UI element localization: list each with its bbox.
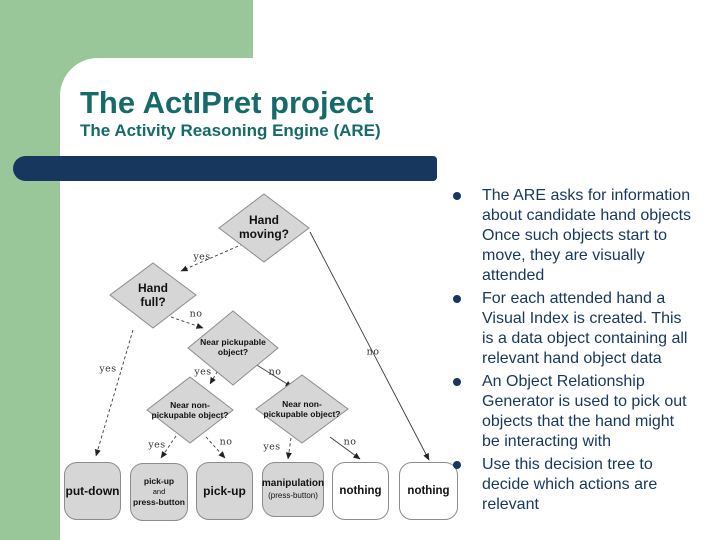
label-hand-full: Hand full? [138, 281, 168, 309]
leaf-pickup-press-line2: and [152, 487, 166, 496]
edge-nonpickright-no-nothing1 [329, 436, 361, 460]
leaf-pick-up-label: pick-up [203, 484, 246, 498]
diamond-near-nonpickupable-left [146, 376, 234, 444]
label-hand-moving: Hand moving? [239, 213, 289, 241]
edge-label-no-5: no [343, 436, 357, 448]
bullet-icon [453, 192, 461, 200]
edge-label-no-2: no [366, 346, 380, 358]
edge-label-yes-1: yes [193, 251, 211, 263]
list-item: For each attended hand a Visual Index is… [453, 289, 720, 369]
bullet-text-1: The ARE asks for information about candi… [482, 187, 692, 284]
diamond-hand-full [109, 262, 197, 329]
bullet-icon [453, 461, 461, 469]
leaf-manipulation-line2: (press-button) [268, 491, 318, 500]
list-item: An Object Relationship Generator is used… [453, 372, 720, 452]
edge-pickupable-no-nonpickright [251, 361, 293, 388]
leaf-pickup-press-line1: pick-up [143, 476, 175, 486]
list-item: Use this decision tree to decide which a… [453, 455, 720, 515]
navy-divider-bar [13, 156, 437, 181]
edge-label-yes-5: yes [263, 441, 281, 453]
label-near-nonpickupable-left: Near non- pickupable object? [151, 400, 229, 420]
page-subtitle: The Activity Reasoning Engine (ARE) [80, 121, 381, 140]
bullet-text-3: An Object Relationship Generator is used… [482, 373, 687, 450]
leaf-nothing-2-label: nothing [407, 485, 450, 497]
leaf-nothing-1: nothing [332, 462, 389, 520]
leaf-put-down: put-down [64, 462, 121, 520]
diamond-near-pickupable [187, 310, 279, 386]
edge-label-yes-3: yes [194, 366, 212, 378]
list-item: The ARE asks for information about candi… [453, 186, 720, 286]
leaf-manipulation-line1: manipulation [261, 478, 325, 489]
edge-full-no-pickupable [170, 316, 204, 329]
label-near-pickupable: Near pickupable object? [200, 337, 266, 357]
edge-full-yes-putdown [94, 329, 134, 457]
leaf-pick-up: pick-up [196, 462, 253, 520]
edge-label-yes-4: yes [148, 439, 166, 451]
edge-nonpickleft-no-pickup [205, 436, 226, 459]
bullet-icon [453, 295, 461, 303]
edge-nonpickleft-yes-pickuppress [160, 435, 177, 459]
edge-moving-no-nothing2 [309, 231, 430, 461]
edge-label-no-1: no [189, 308, 203, 320]
edge-pickupable-yes-nonpickleft [209, 361, 224, 385]
diamond-near-nonpickupable-right [255, 374, 349, 444]
bullet-icon [453, 378, 461, 386]
leaf-pickup-and-press-button: pick-up and press-button [130, 463, 188, 521]
leaf-pickup-press-line3: press-button [133, 497, 185, 507]
leaf-nothing-1-label: nothing [339, 485, 382, 497]
bullet-text-2: For each attended hand a Visual Index is… [482, 290, 688, 367]
edge-moving-yes-full [180, 243, 244, 272]
leaf-manipulation: manipulation (press-button) [262, 462, 324, 517]
diamond-hand-moving [218, 193, 310, 263]
edge-label-no-3: no [268, 366, 282, 378]
page-title: The ActIPret project [80, 85, 374, 120]
edge-label-no-4: no [219, 436, 233, 448]
bullet-text-4: Use this decision tree to decide which a… [482, 456, 658, 513]
label-near-nonpickupable-right: Near non- pickupable object? [263, 399, 341, 419]
leaf-nothing-2: nothing [399, 462, 458, 520]
leaf-put-down-label: put-down [65, 484, 120, 498]
edge-label-yes-2: yes [99, 363, 117, 375]
edge-nonpickright-yes-manipulation [285, 437, 292, 460]
bullet-list: The ARE asks for information about candi… [453, 186, 720, 518]
